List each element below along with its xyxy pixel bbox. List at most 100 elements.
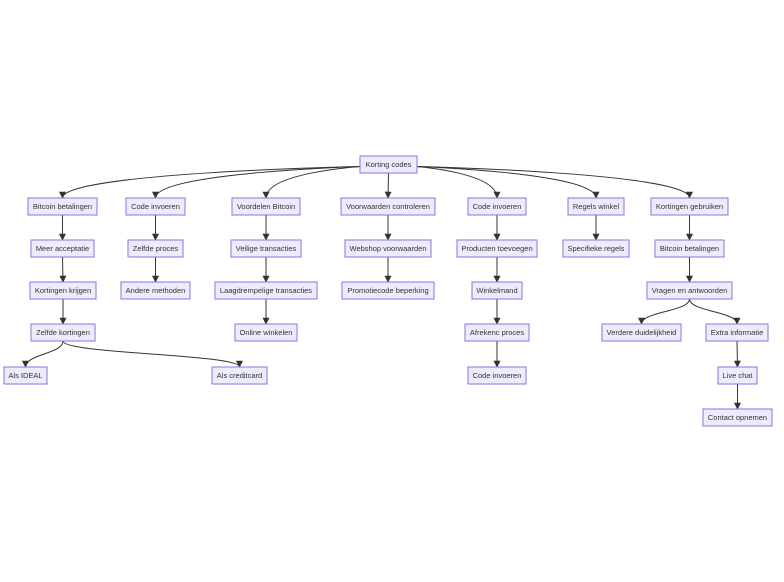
- edge-h3-h5: [689, 298, 741, 325]
- node-label: Live chat: [722, 371, 753, 380]
- node-box: [29, 281, 97, 300]
- edge-root-g1: [416, 166, 600, 199]
- node-b6: Als creditcard: [211, 366, 268, 385]
- node-box: [211, 366, 268, 385]
- node-label: Afrekenc proces: [470, 328, 524, 337]
- node-box: [127, 239, 184, 258]
- node-f2: Producten toevoegen: [456, 239, 538, 258]
- node-label: Winkelmand: [476, 286, 517, 295]
- edge-root-d1: [262, 166, 361, 199]
- node-box: [359, 155, 418, 174]
- edge-root-c1: [152, 166, 361, 199]
- node-f1: Code invoeren: [467, 197, 527, 216]
- node-box: [654, 239, 725, 258]
- node-box: [214, 281, 318, 300]
- node-box: [646, 281, 733, 300]
- node-box: [125, 197, 186, 216]
- node-e3: Promotiecode beperking: [341, 281, 435, 300]
- node-box: [467, 197, 527, 216]
- node-label: Voorwaarden controleren: [346, 202, 430, 211]
- node-label: Promotiecode beperking: [347, 286, 428, 295]
- node-h7: Contact opnemen: [702, 408, 773, 427]
- node-label: Kortingen gebruiken: [656, 202, 723, 211]
- node-box: [456, 239, 538, 258]
- node-h4: Verdere duidelijkheid: [601, 323, 682, 342]
- node-label: Regels winkel: [573, 202, 620, 211]
- node-label: Bitcoin betalingen: [33, 202, 92, 211]
- node-h5: Extra informatie: [705, 323, 769, 342]
- node-d2: Veilige transacties: [230, 239, 302, 258]
- edges-layer: [22, 166, 741, 410]
- node-box: [464, 323, 530, 342]
- edge-root-b1: [59, 166, 361, 199]
- node-box: [344, 239, 432, 258]
- node-b1: Bitcoin betalingen: [27, 197, 98, 216]
- node-label: Webshop voorwaarden: [350, 244, 427, 253]
- node-label: Kortingen krijgen: [35, 286, 91, 295]
- edge-root-f1: [416, 166, 501, 199]
- node-box: [650, 197, 729, 216]
- node-c3: Andere methoden: [120, 281, 191, 300]
- node-label: Voordelen Bitcoin: [237, 202, 295, 211]
- node-label: Code invoeren: [473, 371, 522, 380]
- node-box: [717, 366, 758, 385]
- node-f5: Code invoeren: [467, 366, 527, 385]
- edge-b2-b3: [59, 256, 67, 283]
- node-b3: Kortingen krijgen: [29, 281, 97, 300]
- node-e2: Webshop voorwaarden: [344, 239, 432, 258]
- node-h1: Kortingen gebruiken: [650, 197, 729, 216]
- node-label: Korting codes: [366, 160, 412, 169]
- node-h6: Live chat: [717, 366, 758, 385]
- node-f3: Winkelmand: [471, 281, 523, 300]
- node-root: Korting codes: [359, 155, 418, 174]
- node-d1: Voordelen Bitcoin: [231, 197, 301, 216]
- node-label: Meer acceptatie: [36, 244, 89, 253]
- node-label: Als IDEAL: [8, 371, 42, 380]
- node-box: [705, 323, 769, 342]
- node-box: [3, 366, 48, 385]
- node-label: Laagdrempelige transacties: [220, 286, 312, 295]
- node-h2: Bitcoin betalingen: [654, 239, 725, 258]
- node-box: [341, 281, 435, 300]
- node-label: Code invoeren: [131, 202, 180, 211]
- node-box: [471, 281, 523, 300]
- node-c1: Code invoeren: [125, 197, 186, 216]
- node-box: [30, 323, 96, 342]
- node-b2: Meer acceptatie: [30, 239, 95, 258]
- node-c2: Zelfde proces: [127, 239, 184, 258]
- node-g2: Specifieke regels: [562, 239, 630, 258]
- node-label: Code invoeren: [473, 202, 522, 211]
- node-e1: Voorwaarden controleren: [340, 197, 436, 216]
- node-label: Specifieke regels: [567, 244, 624, 253]
- node-d3: Laagdrempelige transacties: [214, 281, 318, 300]
- node-box: [340, 197, 436, 216]
- edge-b4-b6: [62, 340, 243, 368]
- node-label: Als creditcard: [217, 371, 262, 380]
- edge-b4-b5: [22, 340, 64, 368]
- node-label: Online winkelen: [240, 328, 293, 337]
- node-label: Bitcoin betalingen: [660, 244, 719, 253]
- edge-h5-h6: [733, 340, 741, 368]
- node-box: [467, 366, 527, 385]
- node-h3: Vragen en antwoorden: [646, 281, 733, 300]
- node-box: [601, 323, 682, 342]
- edge-root-e1: [384, 172, 392, 199]
- node-label: Vragen en antwoorden: [652, 286, 728, 295]
- node-g1: Regels winkel: [567, 197, 625, 216]
- node-box: [120, 281, 191, 300]
- node-label: Zelfde kortingen: [36, 328, 90, 337]
- node-b5: Als IDEAL: [3, 366, 48, 385]
- node-label: Producten toevoegen: [461, 244, 532, 253]
- node-box: [27, 197, 98, 216]
- node-box: [30, 239, 95, 258]
- node-box: [230, 239, 302, 258]
- node-b4: Zelfde kortingen: [30, 323, 96, 342]
- node-box: [231, 197, 301, 216]
- node-box: [702, 408, 773, 427]
- node-label: Verdere duidelijkheid: [607, 328, 677, 337]
- node-box: [562, 239, 630, 258]
- edge-h3-h4: [638, 298, 690, 325]
- node-d4: Online winkelen: [234, 323, 298, 342]
